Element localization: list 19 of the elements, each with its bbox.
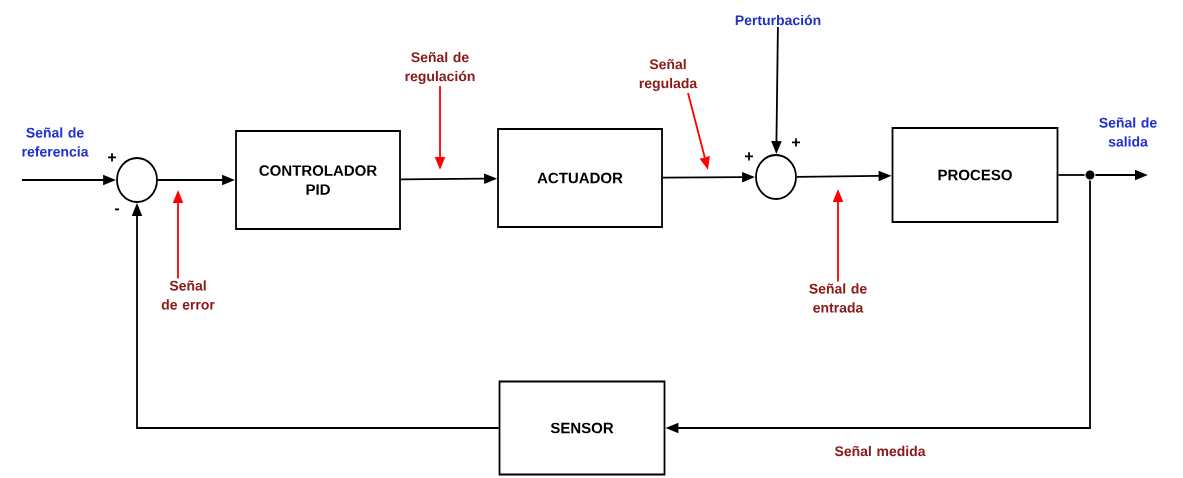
sign-label: + bbox=[745, 152, 753, 161]
process-box: ACTUADOR bbox=[497, 128, 663, 228]
signal-label: Señal de error bbox=[161, 280, 215, 310]
signal-label: Señal medida bbox=[834, 445, 926, 457]
connector-line bbox=[1057, 174, 1086, 176]
process-box: CONTROLADOR PID bbox=[235, 130, 401, 230]
process-box: SENSOR bbox=[498, 380, 666, 476]
signal-label: Señal de regulación bbox=[405, 51, 475, 85]
signal-label: Señal regulada bbox=[639, 58, 698, 92]
summing-junction bbox=[755, 154, 797, 200]
process-box: PROCESO bbox=[891, 127, 1059, 223]
signal-label: Señal de entrada bbox=[809, 283, 867, 313]
signal-label: Perturbación bbox=[735, 14, 821, 26]
summing-junction bbox=[116, 157, 158, 203]
sign-label: + bbox=[108, 153, 117, 162]
sign-label: + bbox=[792, 138, 800, 147]
sign-label: - bbox=[115, 208, 120, 211]
signal-label: Señal de referencia bbox=[22, 127, 89, 157]
signal-label: Señal de salida bbox=[1099, 117, 1157, 147]
